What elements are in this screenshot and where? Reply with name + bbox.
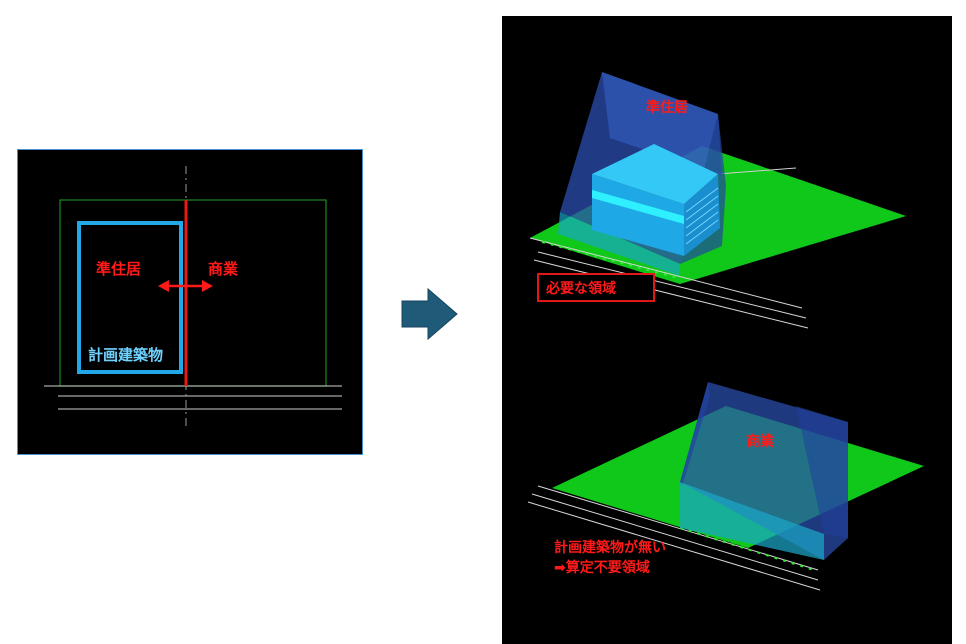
arrow-right-icon: [202, 280, 213, 292]
right-arrow-icon: [401, 287, 458, 341]
commercial-envelope-base: [680, 482, 824, 560]
commercial-envelope-side: [796, 406, 848, 538]
road-line: [529, 237, 803, 309]
building-band: [592, 190, 684, 224]
building-hatching: [685, 187, 719, 245]
residential-envelope-base: [558, 212, 680, 276]
building-top: [592, 144, 718, 204]
residential-zone-label: 準住居: [96, 260, 141, 278]
3d-drawing: 準住居 必要な領域 商業 計画建築物が無い ➡算定不要領域: [527, 72, 924, 591]
top-zone-label: 準住居: [646, 99, 688, 116]
road-line: [537, 251, 807, 319]
required-area-label: 必要な領域: [545, 280, 616, 297]
planned-building-label: 計画建築物: [88, 346, 163, 364]
3d-view-panel: 準住居 必要な領域 商業 計画建築物が無い ➡算定不要領域: [502, 16, 952, 644]
residential-envelope-top: [602, 72, 722, 176]
planned-building-outline: [77, 221, 183, 374]
plan-view-panel: 準住居 商業 計画建築物: [17, 149, 363, 455]
no-building-note: 計画建築物が無い: [554, 539, 666, 556]
boundary-dots: [679, 527, 815, 571]
bottom-scene: 商業 計画建築物が無い ➡算定不要領域: [527, 382, 924, 591]
boundary-dots: [541, 241, 679, 279]
required-area-callout: [537, 273, 655, 302]
commercial-zone-label: 商業: [208, 260, 239, 278]
bottom-zone-label: 商業: [746, 433, 775, 450]
road-line: [531, 493, 819, 581]
road-line: [533, 259, 809, 329]
top-scene: 準住居 必要な領域: [529, 72, 906, 329]
road-line: [527, 501, 821, 591]
road-line: [537, 485, 819, 571]
commercial-envelope-edge: [680, 382, 710, 486]
building-side: [684, 174, 720, 256]
calc-unnecessary-note: ➡算定不要領域: [554, 559, 650, 576]
plan-drawing: 準住居 商業 計画建築物: [44, 166, 342, 430]
guide-line: [717, 167, 797, 175]
arrow-left-icon: [158, 280, 169, 292]
building-front: [592, 174, 684, 256]
